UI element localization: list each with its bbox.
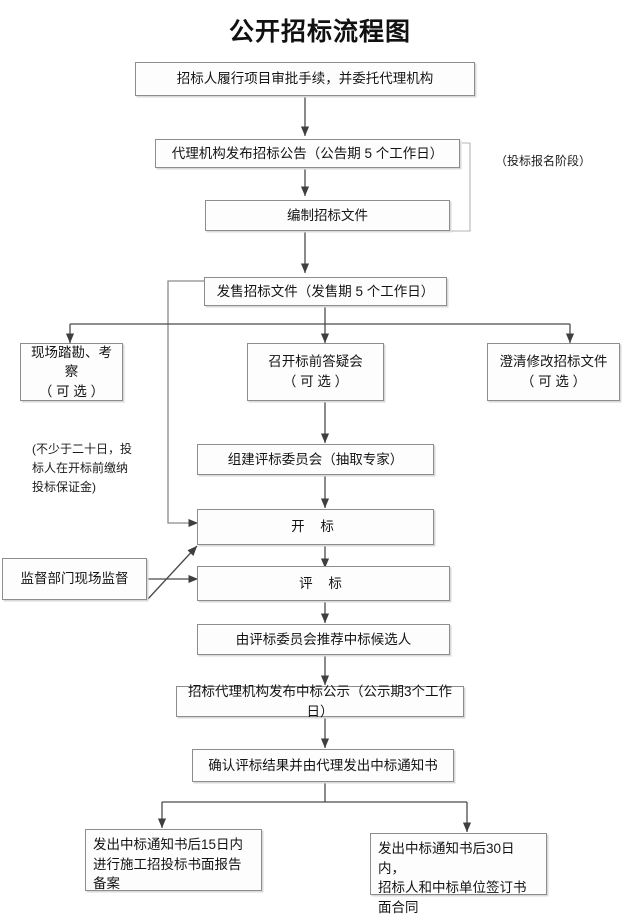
node-confirm-issue-award-letter[interactable]: 确认评标结果并由代理发出中标通知书: [192, 749, 454, 782]
node-label-line2: （ 可 选 ）: [282, 374, 349, 389]
page-title: 公开招标流程图: [228, 17, 411, 46]
node-bid-opening[interactable]: 开 标: [197, 509, 434, 545]
node-label: 确认评标结果并由代理发出中标通知书: [208, 757, 438, 773]
node-label: 评 标: [299, 575, 348, 591]
annotation-line3: 投标保证金): [32, 480, 96, 495]
node-publish-winner-notice[interactable]: 招标代理机构发布中标公示（公示期3个工作日）: [176, 684, 464, 719]
node-site-survey[interactable]: 现场踏勘、考察 （ 可 选 ）: [20, 343, 123, 401]
annotation-line2: 标人在开标前缴纳: [32, 461, 129, 476]
node-recommend-candidates[interactable]: 由评标委员会推荐中标候选人: [197, 624, 450, 655]
node-label-line1: 发出中标通知书后30日内，: [378, 841, 515, 876]
node-label-line2: 进行施工招投标书面报告: [93, 856, 242, 872]
node-label: 由评标委员会推荐中标候选人: [235, 631, 412, 647]
node-label: 监督部门现场监督: [20, 571, 129, 587]
node-label-line1: 澄清修改招标文件: [499, 354, 608, 370]
node-label: 开 标: [291, 519, 340, 535]
node-label-line2: （ 可 选 ）: [38, 383, 105, 399]
node-clarify-amend-documents[interactable]: 澄清修改招标文件 （ 可 选 ）: [487, 343, 620, 401]
annotation-text: （投标报名阶段）: [495, 154, 592, 168]
node-prepare-documents[interactable]: 编制招标文件: [205, 200, 450, 231]
node-project-approval[interactable]: 招标人履行项目审批手续，并委托代理机构: [135, 62, 475, 96]
node-label-line3: 备案: [93, 876, 120, 892]
node-label: 招标代理机构发布中标公示（公示期3个工作日）: [187, 683, 452, 719]
node-sell-documents[interactable]: 发售招标文件（发售期 5 个工作日）: [204, 277, 447, 306]
node-form-evaluation-committee[interactable]: 组建评标委员会（抽取专家）: [197, 444, 434, 475]
node-15-day-filing[interactable]: 发出中标通知书后15日内 进行施工招投标书面报告 备案: [85, 829, 262, 891]
node-label: 编制招标文件: [287, 207, 368, 223]
node-label: 组建评标委员会（抽取专家）: [227, 451, 404, 467]
node-label: 招标人履行项目审批手续，并委托代理机构: [176, 71, 434, 87]
node-bid-evaluation[interactable]: 评 标: [197, 566, 450, 601]
node-pre-bid-qa-meeting[interactable]: 召开标前答疑会 （ 可 选 ）: [247, 343, 384, 401]
node-publish-announcement[interactable]: 代理机构发布招标公告（公告期 5 个工作日）: [155, 139, 460, 168]
annotation-registration-stage: （投标报名阶段）: [495, 152, 625, 171]
node-label-line1: 召开标前答疑会: [268, 354, 363, 370]
node-label: 代理机构发布招标公告（公告期 5 个工作日）: [171, 145, 444, 161]
node-label: 发售招标文件（发售期 5 个工作日）: [216, 283, 435, 299]
node-label-line2: （ 可 选 ）: [520, 374, 587, 389]
node-supervision-department[interactable]: 监督部门现场监督: [2, 558, 147, 600]
node-label-line1: 现场踏勘、考察: [31, 344, 112, 380]
node-label-line2: 招标人和中标单位签订书: [378, 880, 527, 896]
annotation-bid-bond: (不少于二十日，投 标人在开标前缴纳 投标保证金): [32, 440, 172, 498]
node-30-day-contract[interactable]: 发出中标通知书后30日内， 招标人和中标单位签订书 面合同: [370, 833, 547, 915]
node-label-line3: 面合同: [378, 899, 419, 915]
annotation-line1: (不少于二十日，投: [32, 442, 132, 456]
node-label-line1: 发出中标通知书后15日内: [93, 837, 244, 852]
